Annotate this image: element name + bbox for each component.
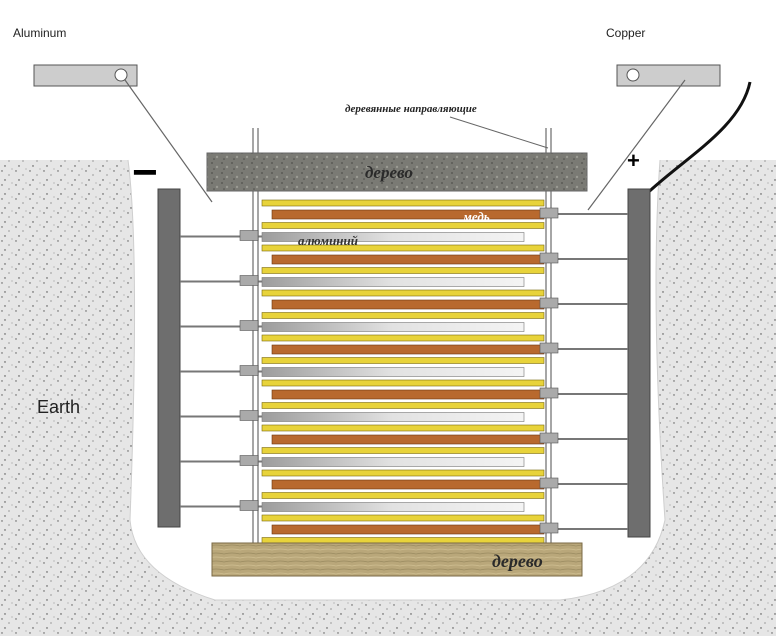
earth-label: Earth	[37, 397, 80, 417]
separator-sheet	[261, 199, 545, 207]
copper-clip	[539, 252, 559, 264]
wood-bottom-label: дерево	[492, 551, 543, 571]
cable	[638, 81, 752, 202]
separator-sheet	[261, 222, 545, 229]
aluminum-plate	[261, 502, 525, 512]
separator-sheet	[261, 402, 545, 409]
separator-sheet	[261, 492, 545, 499]
plus-sign: +	[627, 148, 640, 173]
wood-top-block	[206, 152, 588, 192]
separator-sheet	[261, 424, 545, 432]
separator-sheet	[261, 267, 545, 274]
copper-plate	[271, 209, 545, 220]
aluminum-clip	[239, 365, 259, 376]
aluminum-lead	[124, 79, 213, 203]
copper-clip	[539, 297, 559, 309]
aluminum-plate	[261, 367, 525, 377]
separator-sheet	[261, 244, 545, 252]
aluminum-clip	[239, 230, 259, 241]
aluminum-clip	[239, 410, 259, 421]
aluminum-plate-label: алюминий	[298, 233, 358, 248]
copper-terminal	[616, 64, 721, 87]
aluminum-clip	[239, 500, 259, 511]
aluminum-clip	[239, 455, 259, 466]
copper-plate	[271, 389, 545, 400]
separator-sheet	[261, 357, 545, 364]
copper-plate	[271, 254, 545, 265]
wood-bottom-block	[211, 542, 583, 577]
copper-plate-label: медь	[462, 209, 490, 224]
aluminum-label: Aluminum	[13, 26, 66, 40]
copper-clip	[539, 522, 559, 534]
plate-stack	[261, 199, 545, 544]
separator-sheet	[261, 312, 545, 319]
separator-sheet	[261, 334, 545, 342]
separator-sheet	[261, 379, 545, 387]
copper-plate	[271, 344, 545, 355]
aluminum-clip	[239, 275, 259, 286]
wood-top-label: дерево	[365, 163, 413, 182]
copper-electrode-bar	[627, 188, 651, 538]
separator-sheet	[261, 469, 545, 477]
copper-plate	[271, 299, 545, 310]
copper-clip	[539, 342, 559, 354]
soil	[0, 160, 776, 636]
aluminum-plate	[261, 412, 525, 422]
copper-plate	[271, 434, 545, 445]
copper-clip	[539, 477, 559, 489]
aluminum-terminal	[33, 64, 138, 87]
copper-label: Copper	[606, 26, 645, 40]
separator-sheet	[261, 514, 545, 522]
copper-plate	[271, 479, 545, 490]
aluminum-plate	[261, 322, 525, 332]
aluminum-plate	[261, 277, 525, 287]
aluminum-plate	[261, 457, 525, 467]
guides-pointer	[449, 116, 549, 149]
copper-lead	[587, 79, 686, 211]
connectors	[180, 207, 628, 534]
copper-plate	[271, 524, 545, 535]
aluminum-clip	[239, 320, 259, 331]
pit-edge	[127, 159, 666, 601]
guides-label: деревянные направляющие	[345, 103, 477, 115]
aluminum-electrode-bar	[157, 188, 181, 528]
minus-sign: −	[132, 148, 158, 197]
separator-sheet	[261, 289, 545, 297]
separator-sheet	[261, 447, 545, 454]
copper-clip	[539, 387, 559, 399]
copper-clip	[539, 432, 559, 444]
copper-clip	[539, 207, 559, 219]
